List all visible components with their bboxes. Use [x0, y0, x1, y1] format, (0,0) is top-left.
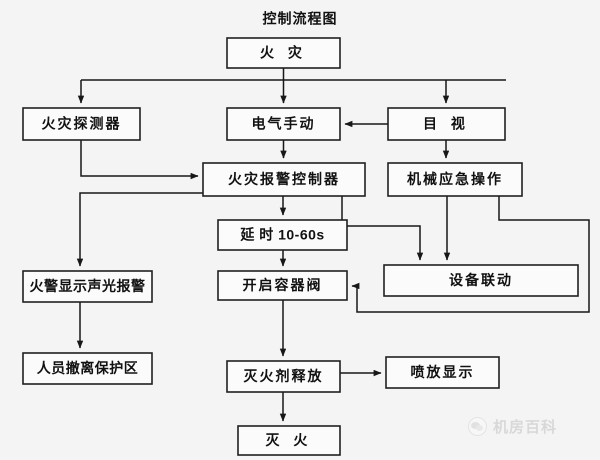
node-fire[interactable]: 火 灾 — [226, 37, 341, 69]
edge-fire-to-detector — [81, 68, 506, 103]
node-label-alarmshow: 火警显示声光报警 — [30, 278, 146, 294]
node-box-delay[interactable] — [217, 219, 348, 251]
node-detector[interactable]: 火灾探测器 — [22, 107, 141, 141]
page-title: 控制流程图 — [263, 11, 338, 27]
node-label-spray: 喷放显示 — [411, 364, 475, 380]
node-evacuate[interactable]: 人员撤离保护区 — [22, 352, 153, 385]
node-label-release: 灭火剂释放 — [243, 368, 324, 384]
node-controller[interactable]: 火灾报警控制器 — [202, 162, 366, 197]
node-label-linkage: 设备联动 — [449, 272, 513, 288]
node-label-visual: 目 视 — [423, 116, 470, 132]
node-box-detector[interactable] — [22, 107, 141, 141]
node-label-delay: 延 时 10-60s — [239, 227, 324, 243]
node-label-extinguish: 灭 火 — [265, 432, 313, 448]
node-label-mech: 机械应急操作 — [407, 171, 503, 187]
node-box-alarmshow[interactable] — [22, 270, 153, 303]
node-label-valve: 开启容器阀 — [243, 277, 323, 293]
edge-controller-to-linkage — [341, 196, 424, 261]
node-label-controller: 火灾报警控制器 — [228, 171, 340, 187]
node-label-fire: 火 灾 — [260, 45, 307, 61]
node-label-evacuate: 人员撤离保护区 — [37, 360, 139, 376]
edge-mech-to-valve — [351, 196, 590, 313]
node-mech[interactable]: 机械应急操作 — [387, 162, 523, 197]
edge-detector-to-controller — [80, 140, 199, 180]
node-visual[interactable]: 目 视 — [387, 107, 506, 141]
node-box-fire[interactable] — [226, 37, 341, 69]
node-label-detector: 火灾探测器 — [42, 116, 122, 132]
node-box-visual[interactable] — [387, 107, 506, 141]
node-box-valve[interactable] — [217, 270, 348, 301]
node-box-controller[interactable] — [202, 162, 366, 197]
node-box-mech[interactable] — [387, 162, 523, 197]
watermark: 机房百科 — [468, 416, 557, 437]
node-box-linkage[interactable] — [383, 264, 579, 297]
node-box-evacuate[interactable] — [22, 352, 153, 385]
node-box-release[interactable] — [226, 360, 341, 393]
node-spray[interactable]: 喷放显示 — [385, 356, 500, 389]
node-release[interactable]: 灭火剂释放 — [226, 360, 341, 393]
node-box-extinguish[interactable] — [237, 425, 341, 456]
node-extinguish[interactable]: 灭 火 — [237, 425, 341, 456]
watermark-label: 机房百科 — [493, 419, 558, 436]
wechat-logo-icon — [468, 417, 487, 436]
node-manual[interactable]: 电气手动 — [226, 107, 341, 141]
node-valve[interactable]: 开启容器阀 — [217, 270, 348, 301]
node-label-manual: 电气手动 — [252, 116, 316, 132]
node-delay[interactable]: 延 时 10-60s — [217, 219, 348, 251]
node-box-manual[interactable] — [226, 107, 341, 141]
node-alarmshow[interactable]: 火警显示声光报警 — [22, 270, 153, 303]
node-linkage[interactable]: 设备联动 — [383, 264, 579, 297]
node-box-spray[interactable] — [385, 356, 500, 389]
